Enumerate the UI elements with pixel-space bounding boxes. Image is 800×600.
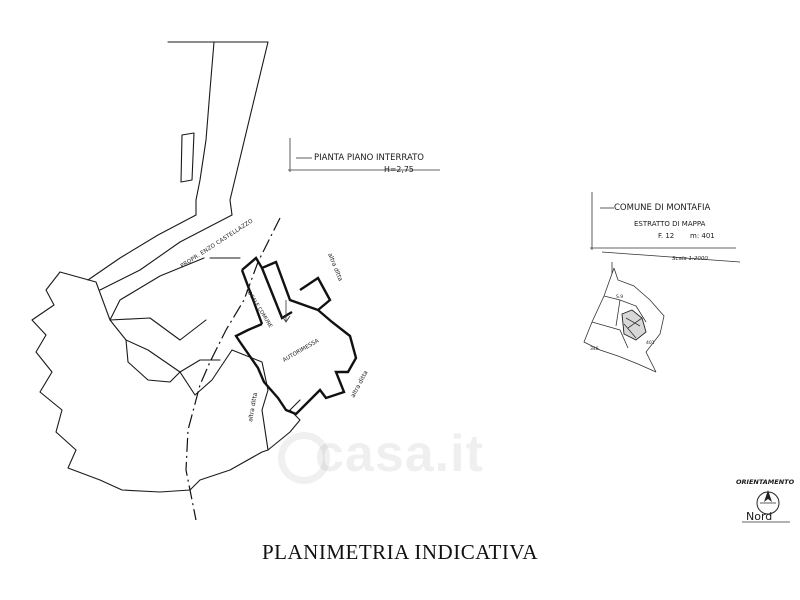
north-arrow-icon xyxy=(756,490,780,515)
parcel-label-b: 346 xyxy=(590,346,599,352)
building-outline xyxy=(31,271,301,493)
orientation-label: ORIENTAMENTO xyxy=(736,478,795,486)
altra-ditta-label-right: altra ditta xyxy=(350,369,370,399)
altra-ditta-label-left: altra ditta xyxy=(247,392,259,423)
comune-label: COMUNE DI MONTAFIA xyxy=(614,203,710,213)
basement-walls xyxy=(234,256,358,416)
cadastral-map xyxy=(583,262,665,373)
parcel-label-a: S.9 xyxy=(616,294,623,300)
plan-height: H=2,75 xyxy=(384,165,414,174)
mappale-label: m: 401 xyxy=(690,232,715,240)
road-owner-label: PROPR. ENZO CASTELLAZZO xyxy=(180,218,255,270)
watermark: casa.it xyxy=(315,425,484,483)
cadastral-box xyxy=(590,192,741,263)
altra-ditta-label-top: altra ditta xyxy=(326,252,344,282)
page-caption: PLANIMETRIA INDICATIVA xyxy=(261,540,539,564)
plan-title-block xyxy=(288,138,440,172)
estratto-label: ESTRATTO DI MAPPA xyxy=(634,220,706,228)
plan-title: PIANTA PIANO INTERRATO xyxy=(314,153,424,163)
access-road xyxy=(167,41,269,216)
parcel-label-c: 401 xyxy=(646,340,655,346)
scala-label: Scala 1:2000 xyxy=(672,256,708,262)
locale-comune-label: LOCALE COMUNE xyxy=(244,288,273,329)
drive-way xyxy=(87,214,241,321)
nord-label: Nord xyxy=(746,510,772,523)
autorimessa-label: AUTORIMESSA xyxy=(282,338,320,364)
foglio-label: F. 12 xyxy=(658,232,674,240)
watermark-logo-icon xyxy=(278,432,330,484)
section-lines xyxy=(185,217,291,521)
